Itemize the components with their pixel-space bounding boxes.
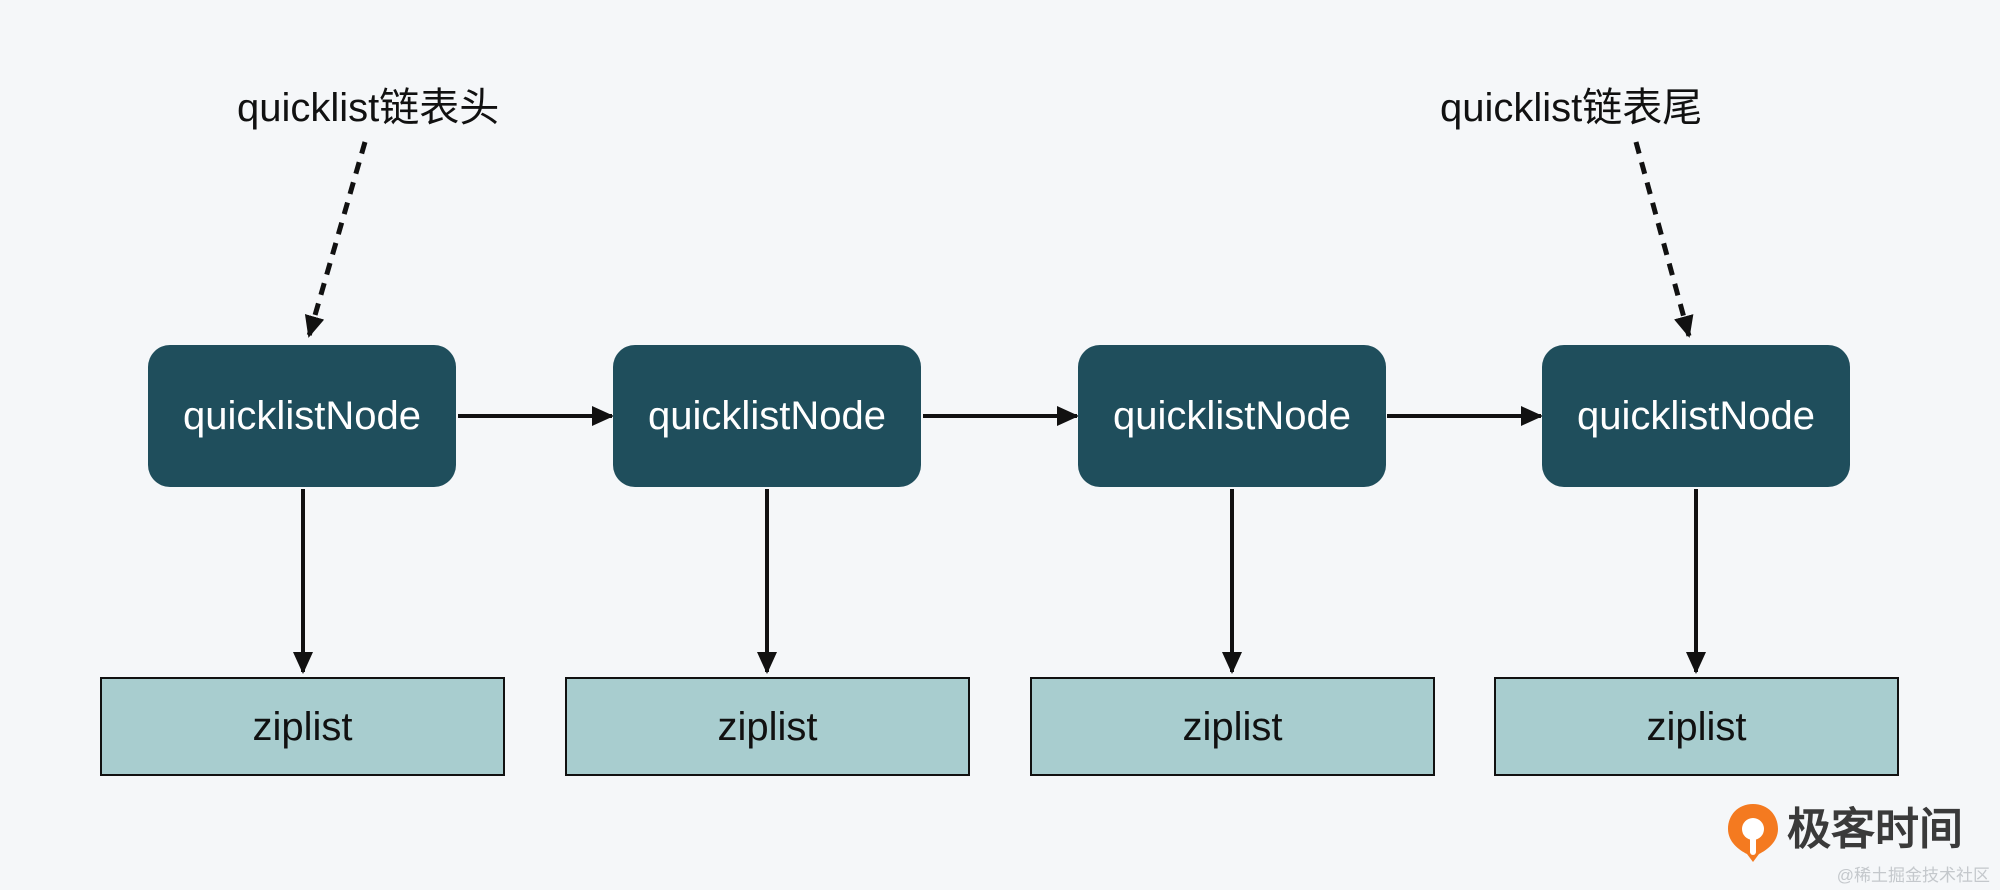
quicklist-node: quicklistNode: [1542, 345, 1850, 487]
ziplist-box: ziplist: [1494, 677, 1899, 776]
ziplist-box: ziplist: [565, 677, 970, 776]
ziplist-box: ziplist: [1030, 677, 1435, 776]
quicklist-node-label: quicklistNode: [183, 394, 421, 438]
ziplist-label: ziplist: [252, 704, 353, 749]
brand-name: 极客时间: [1787, 805, 1963, 854]
quicklist-node-label: quicklistNode: [1113, 394, 1351, 438]
quicklist-node-label: quicklistNode: [1577, 394, 1815, 438]
ziplist-label: ziplist: [1182, 704, 1283, 749]
quicklist-node: quicklistNode: [148, 345, 456, 487]
tail-pointer-arrow: [1633, 141, 1694, 338]
credit-text: @稀土掘金技术社区: [1836, 866, 1990, 885]
ziplist-label: ziplist: [1646, 704, 1747, 749]
ziplist-label: ziplist: [717, 704, 818, 749]
ziplist-box: ziplist: [100, 677, 505, 776]
quicklist-node-label: quicklistNode: [648, 394, 886, 438]
tail-pointer-label: quicklist链表尾: [1440, 86, 1703, 130]
brand-logo-icon: [1728, 804, 1778, 862]
head-pointer-label: quicklist链表头: [237, 86, 500, 130]
quicklist-node: quicklistNode: [1078, 345, 1386, 487]
head-pointer-arrow: [304, 141, 368, 338]
quicklist-node: quicklistNode: [613, 345, 921, 487]
watermark: 极客时间 @稀土掘金技术社区: [1725, 802, 1990, 886]
